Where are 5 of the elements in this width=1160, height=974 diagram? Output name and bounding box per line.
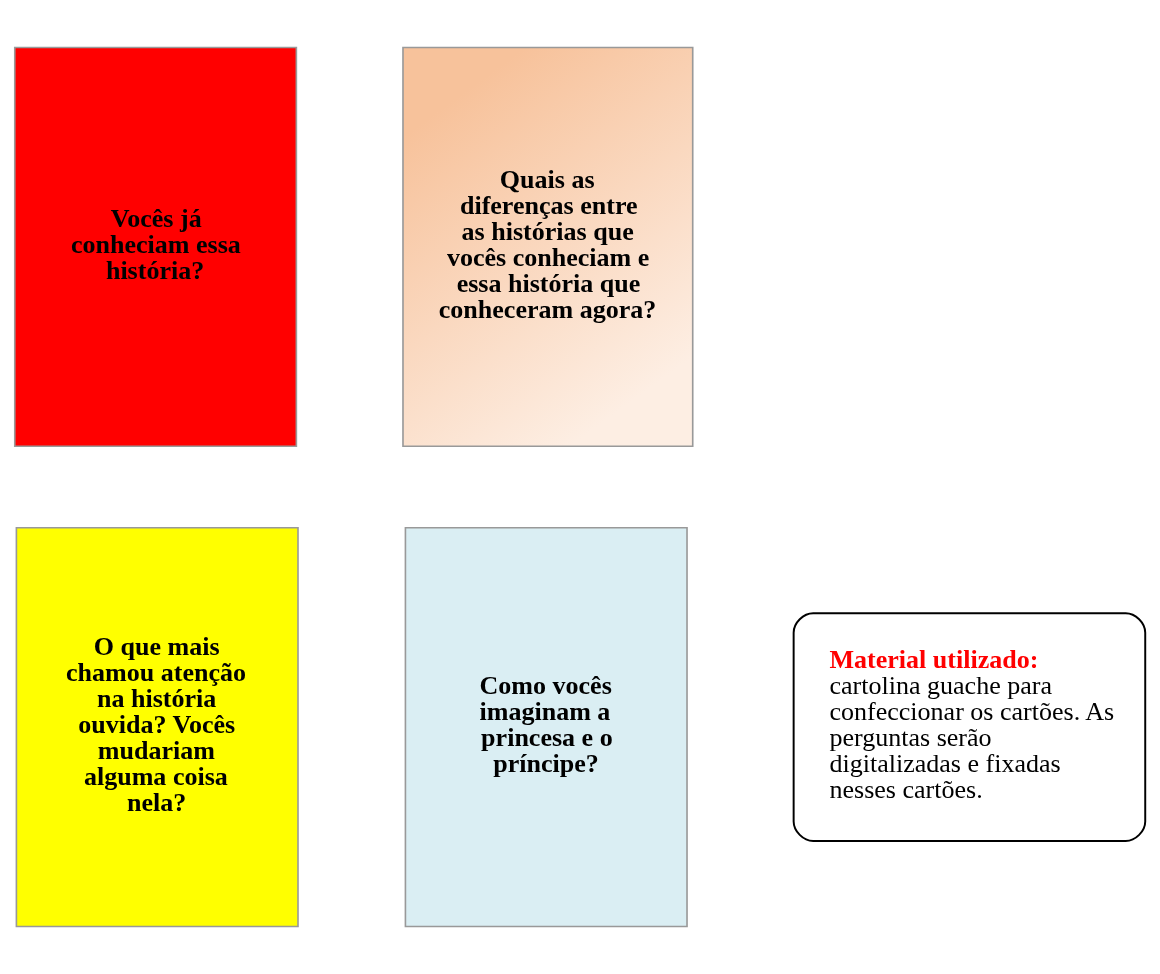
node-box: Material utilizado: cartolina guache para confeccionar os cartões. As perguntas serão digitalizadas e fixadas nesses cartões. [792,612,1147,842]
node-box: Vocês já conheciam essa história? [13,46,298,448]
node-box: Quais as diferenças entre as histórias que vocês conheciam e essa história que conheceram agora? [402,46,694,448]
node-box: Como vocês imaginam a princesa e o príncipe? [404,526,688,928]
node-box: O que mais chamou atenção na história ouvida? Vocês mudariam alguma coisa nela? [15,526,299,928]
